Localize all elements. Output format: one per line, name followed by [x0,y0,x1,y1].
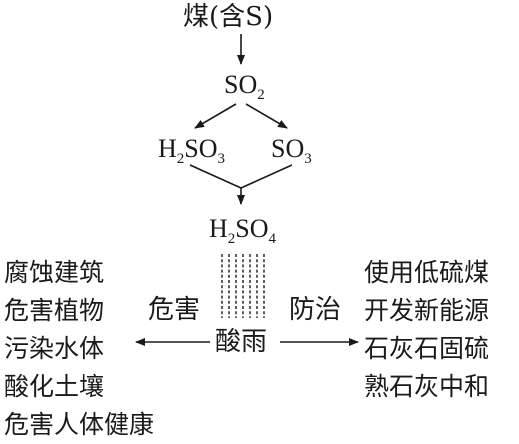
h2so3-sub1: 2 [176,151,185,167]
prevention-item: 使用低硫煤 [364,258,490,287]
prevention-item: 开发新能源 [364,296,490,325]
arrow-layer [135,34,359,346]
acid-rain-diagram: 煤(含S) SO2 H2SO3 SO3 H2SO4 酸雨 危害 防治 腐蚀建筑 … [4,4,489,439]
arrow-so2-to-so3 [245,103,288,129]
harm-item: 危害植物 [4,296,105,325]
so3-sub: 3 [304,151,312,167]
arrow-so2-to-h2so3 [194,103,237,129]
h2so3-so: SO [184,134,218,163]
coal-node: 煤(含S) [183,4,273,30]
coal-label: 煤 [183,2,210,32]
so3-base: SO [271,134,305,163]
prevention-list: 使用低硫煤 开发新能源 石灰石固硫 熟石灰中和 [364,254,489,406]
harm-item: 酸化土壤 [4,372,105,401]
coal-paren-open: ( [209,2,220,32]
harm-item: 污染水体 [4,334,105,363]
so3-node: SO3 [271,134,312,167]
h2so4-node: H2SO4 [209,214,276,247]
h2so3-node: H2SO3 [158,134,225,167]
h2so3-sub2: 3 [217,151,226,167]
h2so4-sub1: 2 [227,231,236,247]
merge-line [189,164,293,189]
prevention-item: 熟石灰中和 [364,372,490,401]
h2so4-so: SO [235,214,269,243]
prevention-label: 防治 [289,295,342,325]
prevention-item: 石灰石固硫 [364,334,490,363]
coal-paren-close: ) [262,2,274,32]
harm-item: 危害人体健康 [4,410,155,439]
so2-sub: 2 [257,87,265,103]
harm-label: 危害 [148,295,201,325]
harm-item: 腐蚀建筑 [4,258,105,287]
acid-rain-node: 酸雨 [215,327,268,357]
coal-sulfur-label: 含S [219,2,263,32]
h2so4-h: H [209,214,228,243]
rain-dashes [221,254,265,318]
h2so4-sub2: 4 [268,231,277,247]
h2so3-h: H [158,134,177,163]
so2-node: SO2 [224,70,265,103]
harms-list: 腐蚀建筑 危害植物 污染水体 酸化土壤 危害人体健康 [4,254,154,444]
so2-base: SO [224,70,258,99]
